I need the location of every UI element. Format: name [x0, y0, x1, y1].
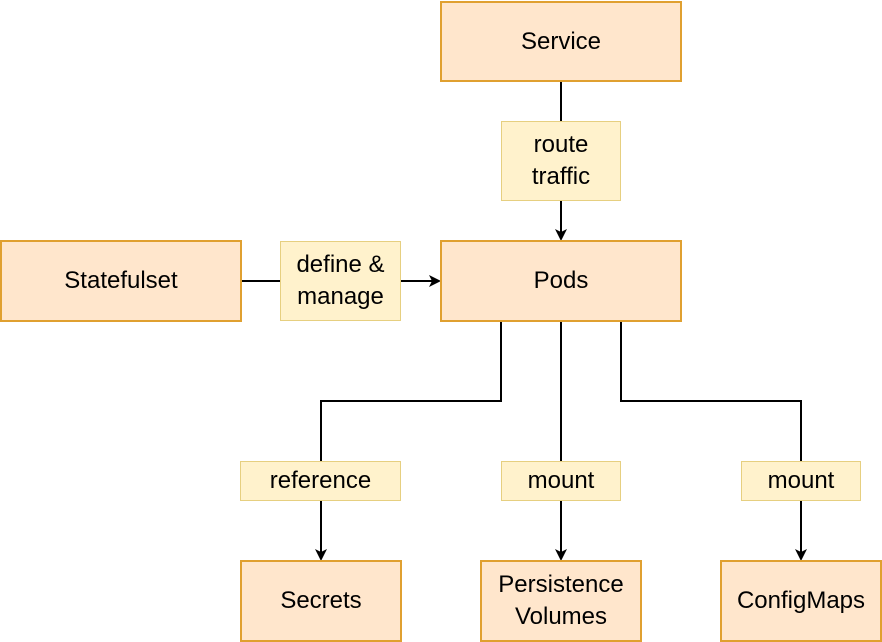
- node-persistence-volumes: Persistence Volumes: [480, 560, 642, 642]
- edge-label-define-manage: define & manage: [280, 241, 401, 321]
- edge-pods-to-secrets: [315, 322, 502, 561]
- edge-label-reference: reference: [240, 461, 401, 501]
- node-secrets: Secrets: [240, 560, 402, 642]
- edge-label-route-traffic: route traffic: [501, 121, 621, 201]
- edge-pods-to-configmaps: [620, 322, 807, 561]
- node-statefulset: Statefulset: [0, 240, 242, 322]
- node-pods: Pods: [440, 240, 682, 322]
- edge-label-mount-volumes: mount: [501, 461, 621, 501]
- node-service: Service: [440, 1, 682, 82]
- edge-label-mount-configmaps: mount: [741, 461, 861, 501]
- node-configmaps: ConfigMaps: [720, 560, 882, 642]
